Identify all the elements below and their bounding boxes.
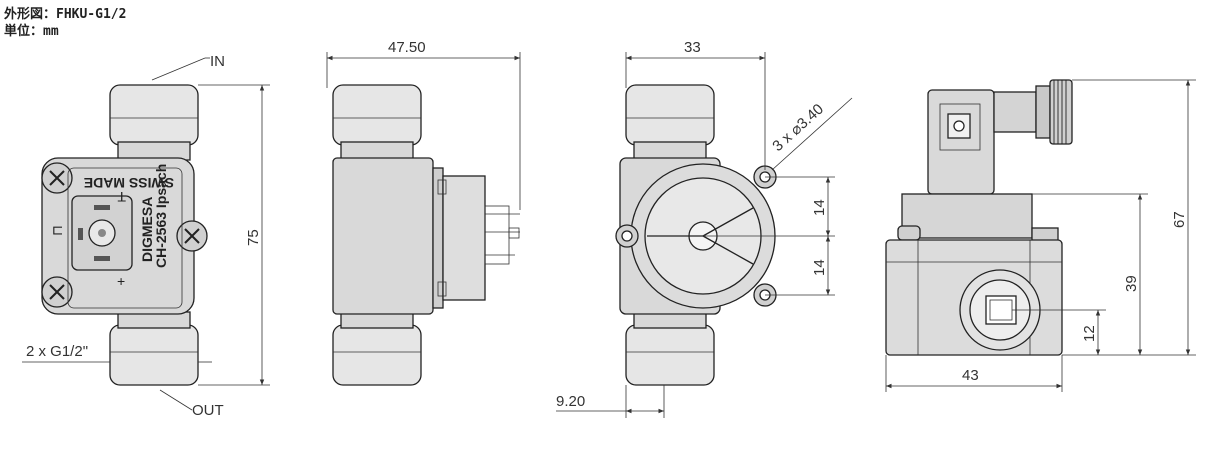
connector-body-height-dim: 39 — [1123, 275, 1140, 292]
connector-width-dim: 43 — [962, 367, 979, 384]
front-bottom-fitting — [109, 324, 199, 386]
thread-label: 2 x G1/2" — [26, 343, 88, 360]
connector-port-height-dim: 12 — [1081, 325, 1098, 342]
back-view: 14 14 33 3 x ⌀3.40 9.20 — [556, 39, 853, 418]
back-width-dim: 33 — [684, 39, 701, 56]
housing-text-swiss: SWISS MADE — [84, 175, 174, 191]
back-bottom-fitting — [625, 324, 715, 386]
front-view: DIGMESA CH-2563 Ipsach SWISS MADE T ⊓ + … — [22, 53, 270, 419]
side-bottom-fitting — [332, 324, 422, 386]
housing-symbol-pulse: ⊓ — [49, 225, 65, 236]
housing-symbol-plus: + — [117, 273, 125, 289]
back-offset-dim: 9.20 — [556, 393, 585, 410]
housing-symbol-t: T — [117, 189, 126, 205]
unit-label: 単位：mm — [4, 24, 59, 39]
housing-text-address: CH-2563 Ipsach — [153, 164, 169, 268]
front-height-dim: 75 — [245, 229, 262, 246]
side-top-fitting — [332, 84, 422, 146]
outline-title: 外形図：FHKU-G1/2 — [4, 7, 127, 22]
side-view: 47.50 — [326, 39, 521, 386]
side-housing — [332, 157, 434, 315]
connector-total-height-dim: 67 — [1171, 211, 1188, 228]
side-width-dim: 47.50 — [388, 39, 426, 56]
housing-text-brand: DIGMESA — [139, 197, 155, 262]
back-upper-spacing-dim: 14 — [811, 199, 828, 216]
cable-gland — [1049, 79, 1073, 145]
connector-view: 67 39 12 43 — [885, 79, 1196, 392]
back-lower-spacing-dim: 14 — [811, 259, 828, 276]
back-top-fitting — [625, 84, 715, 146]
out-label: OUT — [192, 402, 224, 419]
connector-plug — [927, 89, 995, 195]
drawing-header: 外形図：FHKU-G1/2 単位：mm — [4, 6, 126, 40]
in-label: IN — [210, 53, 225, 70]
front-top-fitting — [109, 84, 199, 146]
